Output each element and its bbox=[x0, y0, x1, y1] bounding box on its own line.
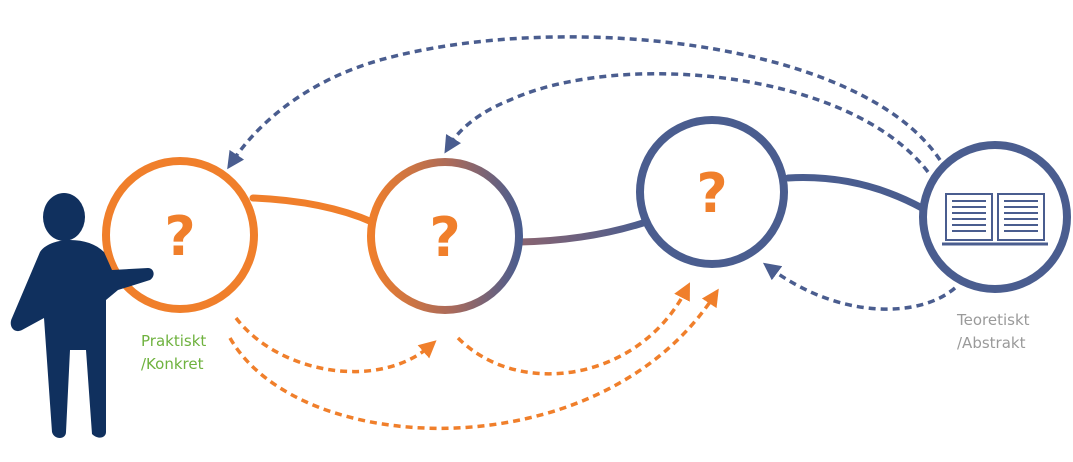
link-1-2 bbox=[249, 194, 376, 226]
node-2-question-mark: ? bbox=[429, 206, 460, 269]
label-practical-concrete: Praktiskt /Konkret bbox=[141, 330, 206, 376]
label-left-line-1: Praktiskt bbox=[141, 332, 207, 350]
arrow-book-to-node-3 bbox=[762, 262, 957, 311]
arrow-book-to-node-2 bbox=[444, 72, 930, 174]
node-1-question-mark: ? bbox=[164, 205, 195, 268]
node-2: ? bbox=[367, 158, 523, 314]
link-3-4 bbox=[784, 174, 926, 212]
open-book-icon bbox=[942, 193, 1048, 246]
node-3-question-mark: ? bbox=[696, 162, 727, 225]
arrow-node-1-to-node-3 bbox=[228, 288, 719, 431]
person-icon bbox=[10, 193, 154, 438]
arrow-node-1-to-node-2 bbox=[234, 316, 437, 374]
label-right-line-1: Teoretiskt bbox=[957, 311, 1030, 329]
node-4 bbox=[919, 141, 1071, 293]
arrow-node-2-to-node-3 bbox=[456, 282, 690, 376]
label-right-line-2: /Abstrakt bbox=[957, 334, 1026, 352]
label-left-line-2: /Konkret bbox=[141, 355, 204, 373]
label-theoretical-abstract: Teoretiskt /Abstrakt bbox=[957, 309, 1030, 355]
node-3: ? bbox=[636, 116, 788, 268]
arrow-book-to-node-1 bbox=[227, 35, 942, 170]
link-2-3 bbox=[516, 219, 647, 246]
